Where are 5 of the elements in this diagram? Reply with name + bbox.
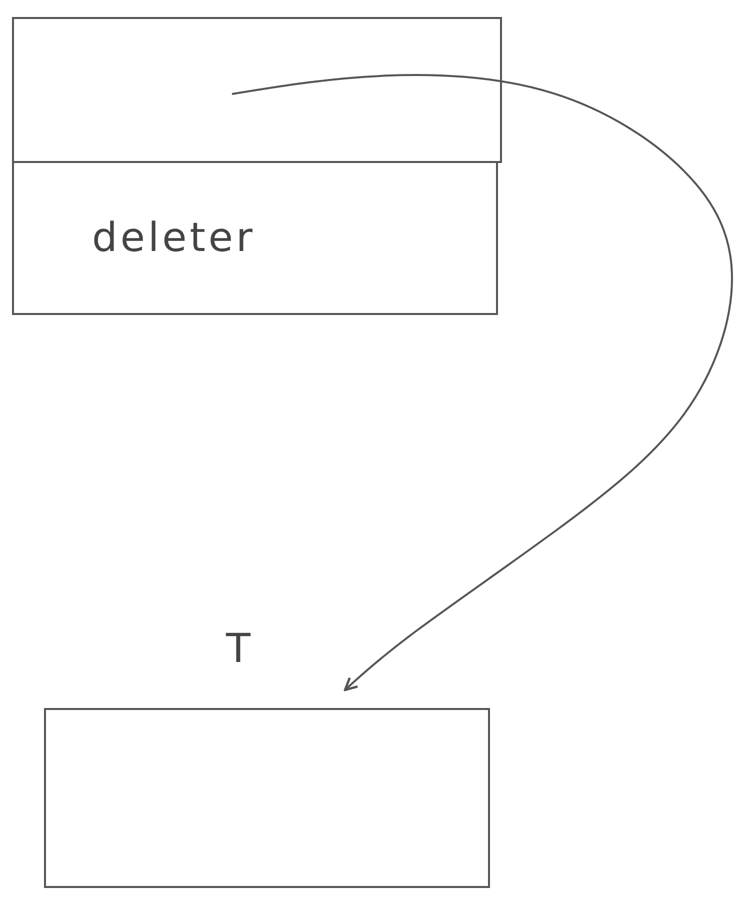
box-label: deleter [92, 215, 256, 261]
class-box [12, 161, 498, 315]
box-heading: T [226, 626, 254, 672]
arrow [232, 74, 733, 692]
empty-box [12, 17, 502, 163]
